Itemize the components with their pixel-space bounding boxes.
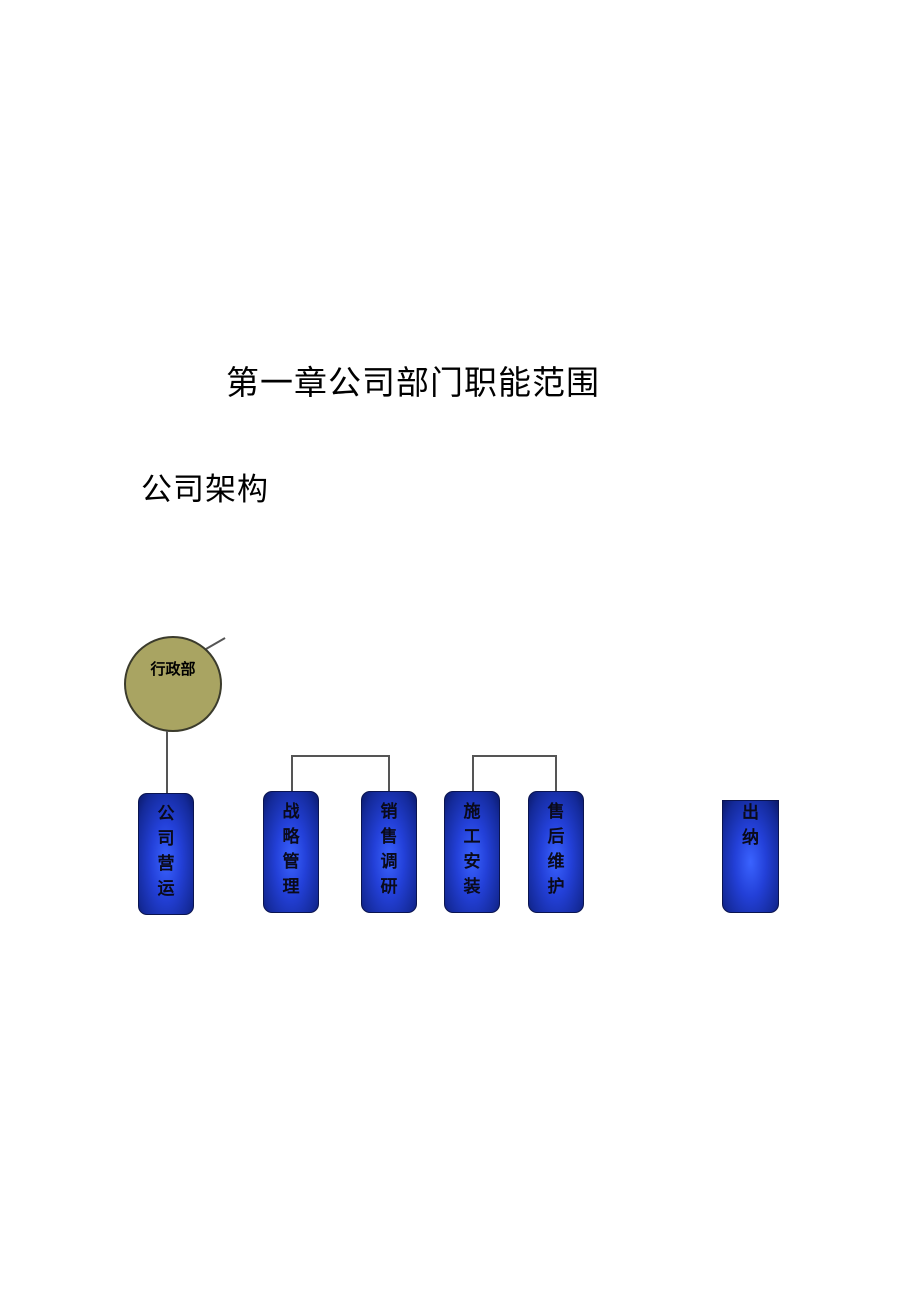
connector-line (291, 755, 390, 757)
dept-label: 出 纳 (742, 803, 759, 848)
dept-label: 售 后 维 护 (547, 802, 565, 897)
connector-line (472, 755, 474, 792)
dept-box-strategy: 战 略 管 理 (263, 791, 319, 913)
root-node-label: 行政部 (150, 660, 196, 678)
section-title: 公司架构 (141, 472, 269, 508)
connector-line (472, 755, 557, 757)
connector-line (555, 755, 557, 792)
dept-box-cashier: 出 纳 (722, 800, 779, 913)
connector-line (205, 637, 226, 650)
dept-box-operations: 公 司 营 运 (138, 793, 194, 915)
dept-label: 战 略 管 理 (282, 802, 300, 897)
connector-line (166, 731, 168, 794)
dept-box-sales-research: 销 售 调 研 (361, 791, 417, 913)
dept-label: 施 工 安 装 (463, 802, 481, 897)
connector-line (388, 755, 390, 792)
dept-box-installation: 施 工 安 装 (444, 791, 500, 913)
dept-box-after-sales: 售 后 维 护 (528, 791, 584, 913)
chapter-title: 第一章公司部门职能范围 (226, 363, 600, 402)
root-node-admin: 行政部 (124, 636, 222, 732)
connector-line (291, 755, 293, 792)
dept-label: 公 司 营 运 (157, 804, 175, 899)
dept-label: 销 售 调 研 (380, 802, 398, 897)
